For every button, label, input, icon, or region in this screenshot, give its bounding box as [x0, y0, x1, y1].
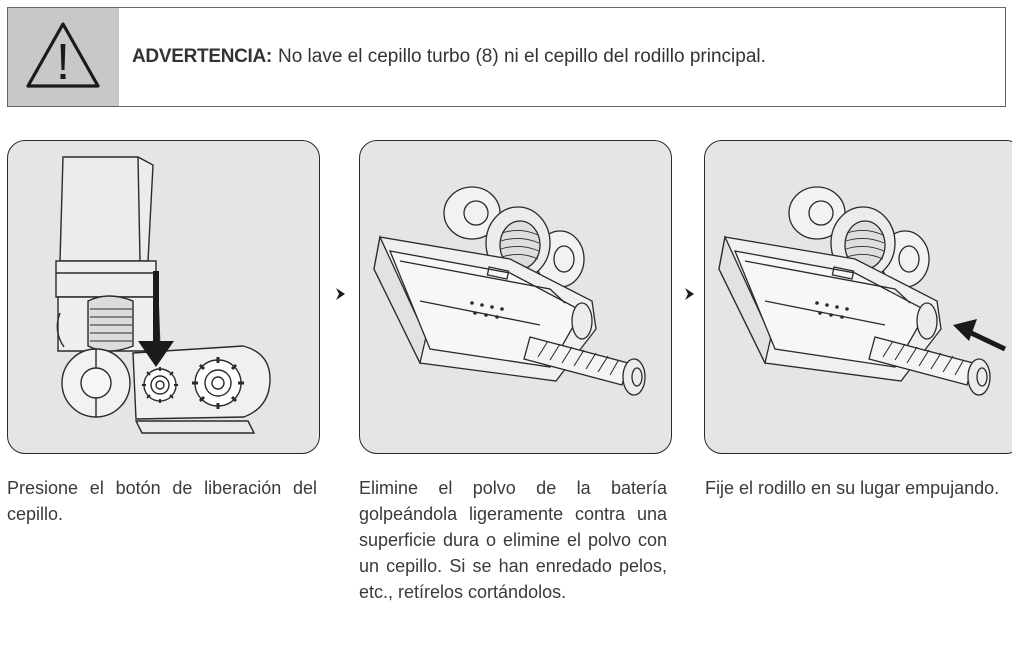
warning-message: ADVERTENCIA: No lave el cepillo turbo (8…: [132, 8, 766, 106]
step-1-illustration: [7, 140, 320, 454]
warning-icon-cell: [8, 8, 119, 106]
step-1-caption: Presione el botón de liberación del cepi…: [7, 478, 317, 524]
chevron-right-icon: [685, 288, 694, 300]
step-2-illustration: [359, 140, 672, 454]
step-3-illustration: [704, 140, 1012, 454]
step-3-caption: Fije el rodillo en su lugar empujando.: [705, 478, 1000, 498]
warning-box: ADVERTENCIA: No lave el cepillo turbo (8…: [7, 7, 1006, 107]
warning-triangle-icon: [26, 22, 100, 88]
warning-label: ADVERTENCIA:: [132, 46, 272, 67]
step-2-caption: Elimine el polvo de la batería golpeándo…: [359, 478, 667, 602]
warning-text: No lave el cepillo turbo (8) ni el cepil…: [277, 46, 766, 67]
chevron-right-icon: [336, 288, 345, 300]
